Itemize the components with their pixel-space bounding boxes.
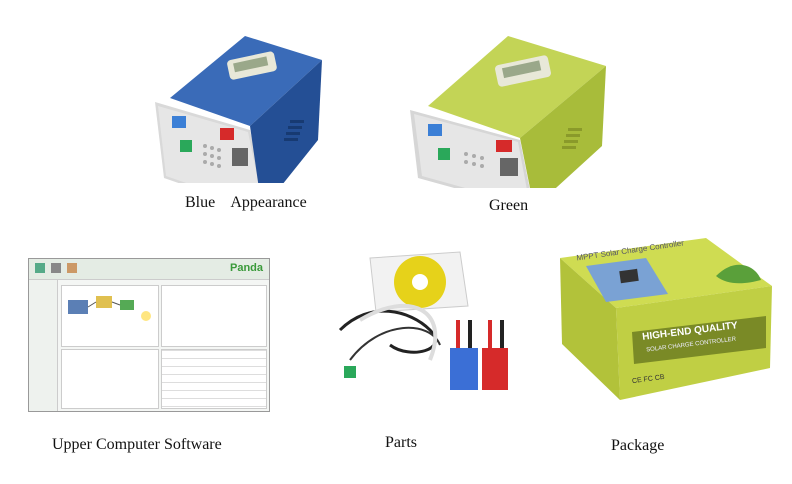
blue-controller-photo [150, 28, 325, 183]
package-caption: Package [611, 437, 665, 454]
toolbar-icon [67, 263, 77, 273]
software-info-panel [161, 285, 267, 347]
software-caption: Upper Computer Software [52, 436, 222, 453]
software-screenshot: Panda [28, 258, 270, 412]
software-sidebar [29, 280, 58, 411]
parts-caption: Parts [385, 434, 417, 451]
package-photo: MPPT Solar Charge Controller HIGH-END QU… [556, 236, 776, 402]
toolbar-icon [35, 263, 45, 273]
toolbar-icon [51, 263, 61, 273]
blue-caption: Blue Appearance [185, 194, 307, 211]
parts-photo [330, 250, 510, 400]
software-charge-panel [61, 349, 159, 409]
software-diagram-panel [61, 285, 159, 347]
software-logo: Panda [229, 262, 263, 274]
software-toolbar: Panda [29, 259, 269, 280]
green-controller-photo [408, 28, 608, 188]
software-table-panel [161, 349, 267, 409]
green-caption: Green [489, 197, 529, 214]
